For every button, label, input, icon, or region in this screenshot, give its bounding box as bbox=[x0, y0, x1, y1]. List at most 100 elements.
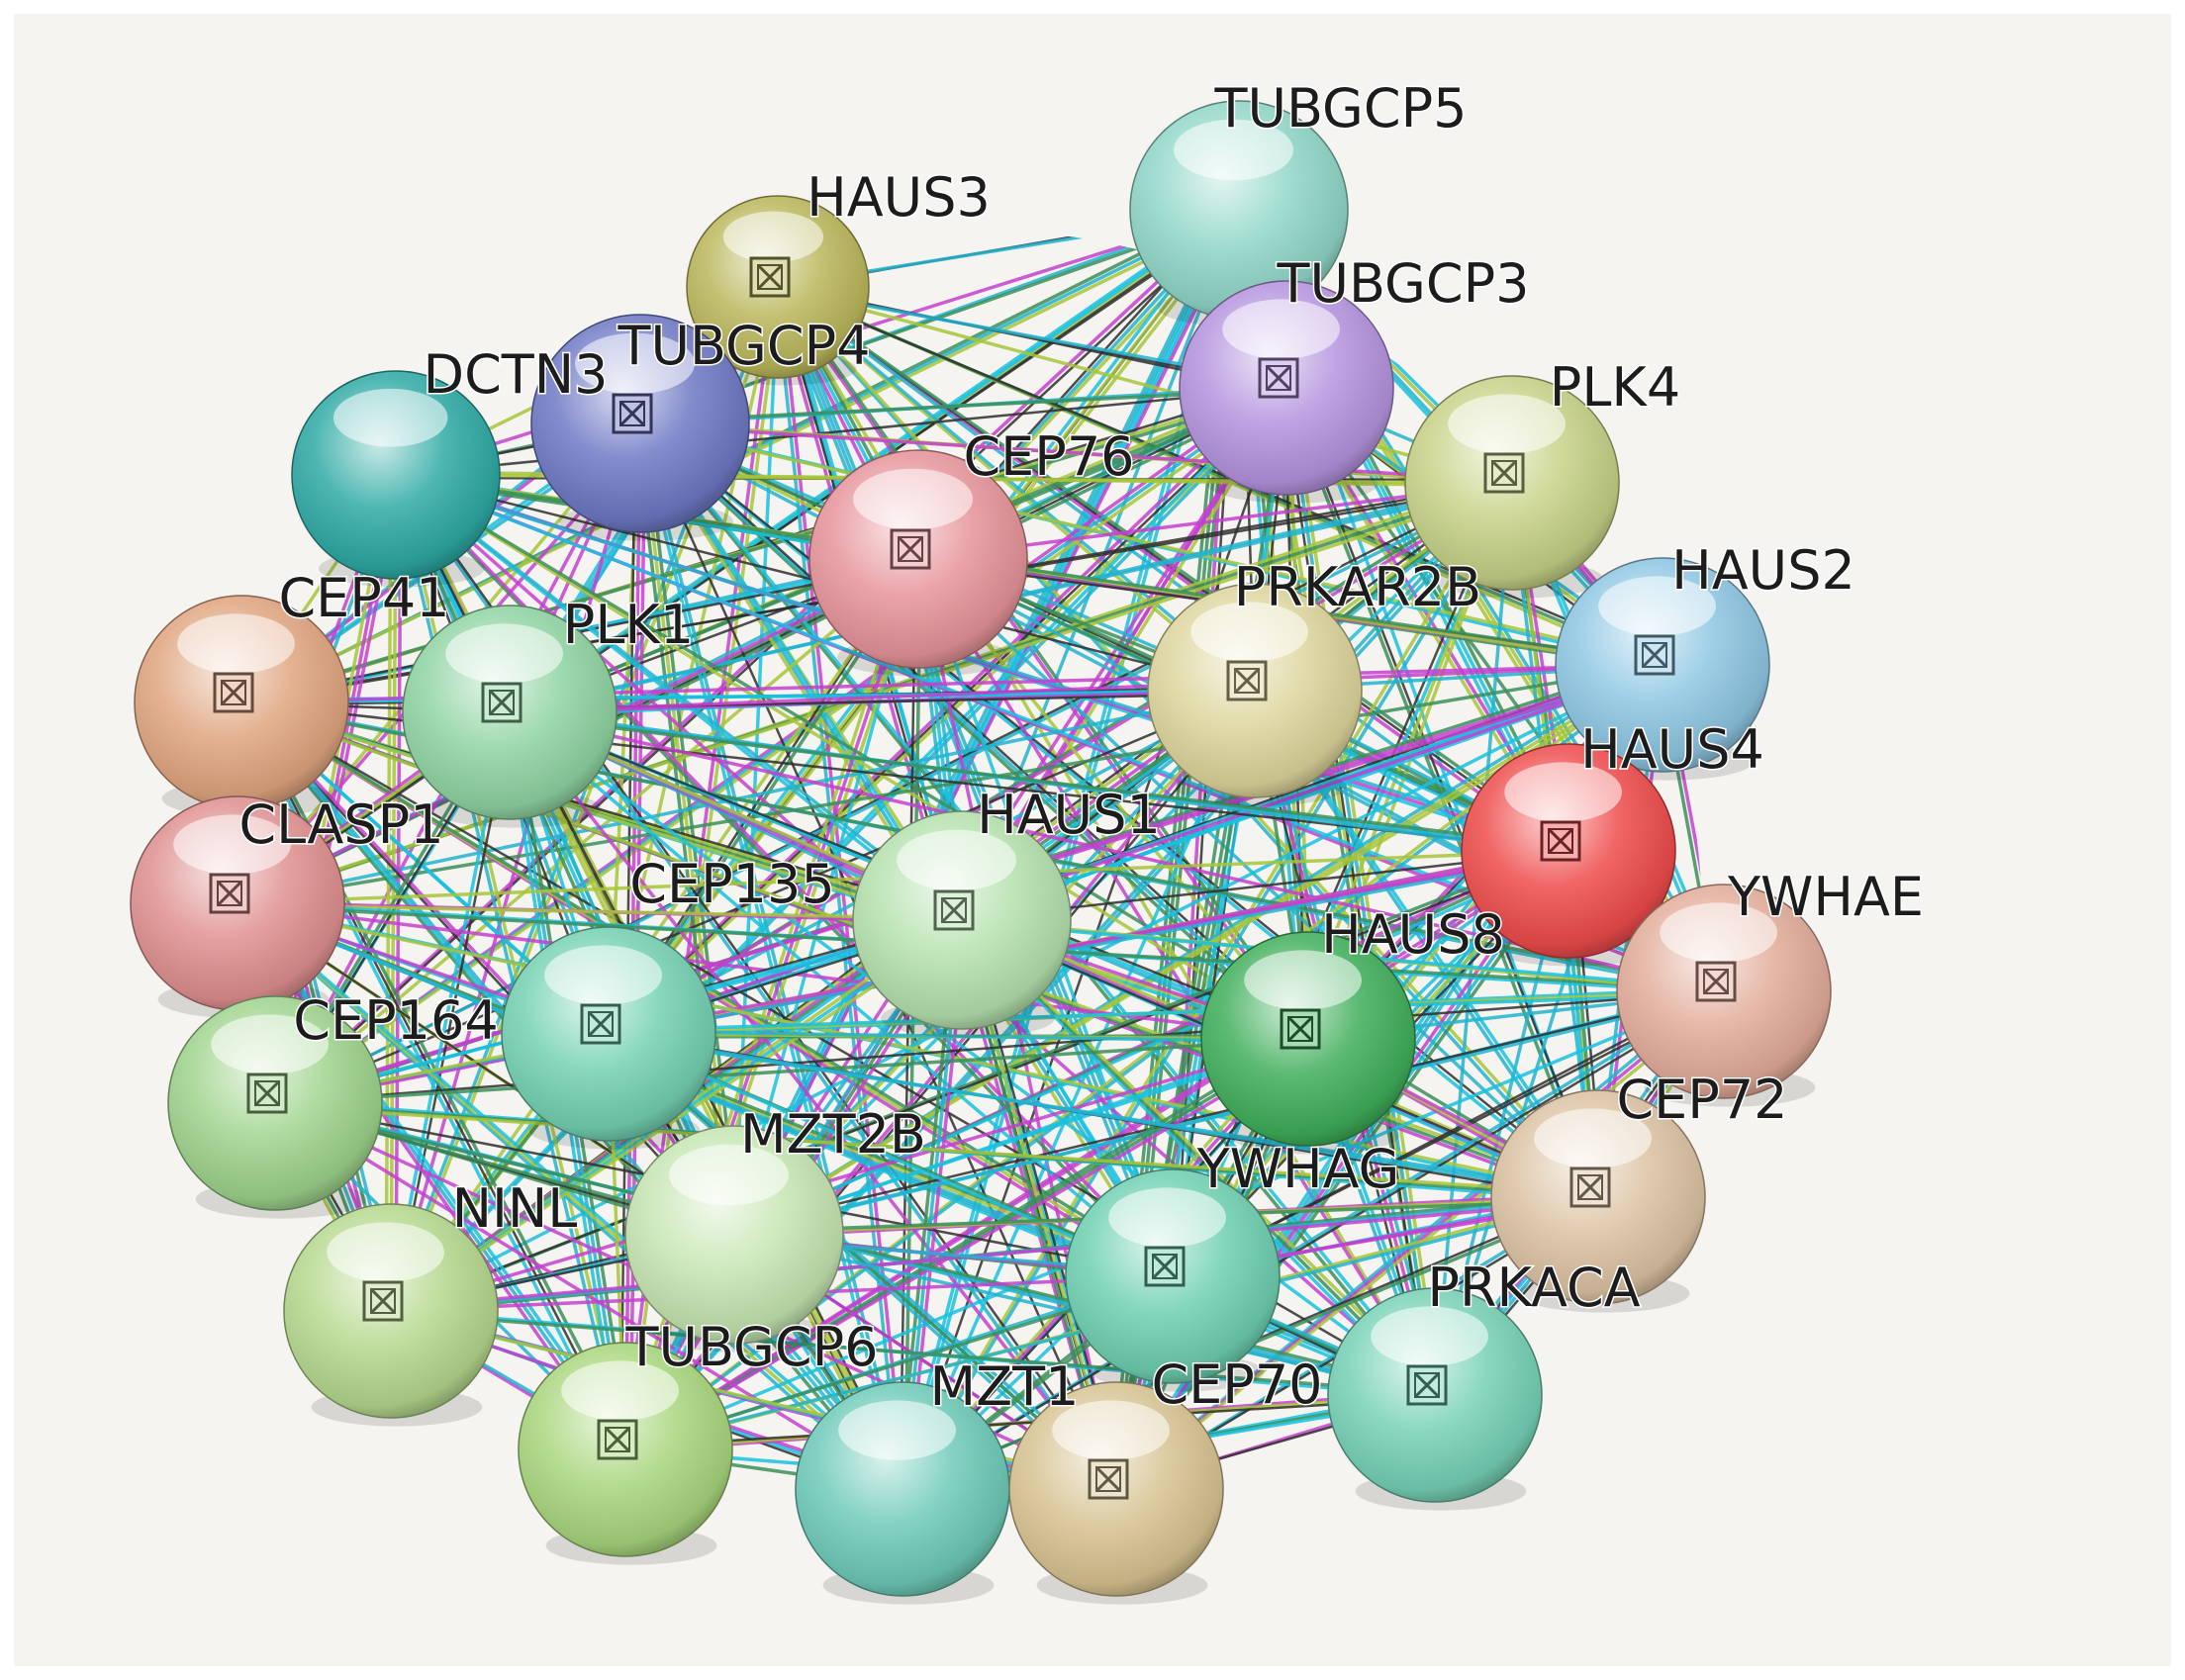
interaction-edge bbox=[613, 992, 1702, 1033]
node-highlight bbox=[1598, 576, 1716, 636]
node-cep164[interactable] bbox=[501, 926, 716, 1150]
broken-image-icon bbox=[1569, 1167, 1611, 1208]
broken-image-icon bbox=[1695, 961, 1737, 1002]
interaction-edge bbox=[239, 902, 965, 921]
broken-image-icon bbox=[213, 672, 254, 713]
node-label-cep41: CEP41 bbox=[278, 567, 449, 629]
node-haus3[interactable] bbox=[686, 195, 870, 386]
interaction-edge bbox=[279, 1104, 1604, 1196]
interaction-edge bbox=[274, 1101, 903, 1491]
node-highlight bbox=[445, 623, 563, 684]
node-unlabeled[interactable] bbox=[1065, 1168, 1281, 1392]
interaction-edge bbox=[638, 421, 1310, 1041]
broken-image-icon bbox=[612, 393, 653, 434]
node-unlabeled[interactable] bbox=[1008, 1381, 1224, 1605]
node-highlight bbox=[1174, 119, 1293, 181]
node-unlabeled[interactable] bbox=[283, 1203, 499, 1427]
node-cep70[interactable] bbox=[1327, 1287, 1543, 1511]
node-unlabeled[interactable] bbox=[167, 995, 383, 1219]
node-highlight bbox=[1448, 394, 1566, 454]
interaction-edge bbox=[610, 483, 1516, 1034]
broken-image-icon bbox=[580, 1003, 621, 1045]
node-highlight bbox=[722, 211, 824, 263]
interaction-edge bbox=[642, 422, 1515, 484]
node-highlight bbox=[1660, 902, 1777, 963]
broken-image-icon bbox=[1634, 634, 1675, 676]
node-label-haus3: HAUS3 bbox=[807, 166, 991, 229]
node-haus4[interactable] bbox=[1461, 743, 1676, 967]
interaction-edge bbox=[636, 420, 1597, 1200]
interaction-edge bbox=[236, 901, 904, 1491]
node-label-tubgcp5: TUBGCP5 bbox=[1213, 77, 1467, 140]
interaction-edge bbox=[903, 991, 1702, 1489]
node-label-haus2: HAUS2 bbox=[1671, 539, 1855, 602]
interaction-edge bbox=[732, 481, 1514, 1237]
node-highlight bbox=[544, 945, 662, 1005]
broken-image-icon bbox=[246, 1073, 288, 1114]
node-highlight bbox=[1222, 299, 1340, 359]
interaction-edge bbox=[231, 898, 900, 1494]
node-highlight bbox=[1052, 1400, 1170, 1460]
node-label-clasp1: CLASP1 bbox=[238, 793, 443, 856]
interaction-edge bbox=[400, 476, 1574, 850]
interaction-edge bbox=[395, 1198, 1604, 1310]
node-highlight bbox=[1504, 762, 1622, 822]
node-plk4[interactable] bbox=[1404, 375, 1620, 599]
interaction-edge bbox=[389, 557, 920, 1313]
broken-image-icon bbox=[1280, 1008, 1321, 1050]
node-highlight bbox=[897, 829, 1016, 891]
broken-image-icon bbox=[481, 682, 522, 723]
node-highlight bbox=[333, 388, 448, 447]
interaction-edge bbox=[237, 689, 1256, 905]
node-plk1[interactable] bbox=[402, 605, 618, 828]
node-highlight bbox=[211, 1014, 329, 1074]
node-cep76[interactable] bbox=[808, 449, 1028, 677]
node-haus8[interactable] bbox=[1200, 931, 1416, 1155]
node-label-prkar2b: PRKAR2B bbox=[1234, 556, 1481, 618]
broken-image-icon bbox=[890, 528, 931, 570]
node-ninl[interactable] bbox=[624, 1125, 844, 1353]
interaction-edge bbox=[274, 1037, 1309, 1105]
interaction-edge bbox=[384, 228, 1236, 1316]
node-highlight bbox=[853, 468, 973, 530]
node-highlight bbox=[1534, 1108, 1652, 1168]
node-ywhag[interactable] bbox=[1490, 1089, 1706, 1313]
interaction-edge bbox=[393, 851, 1571, 1311]
node-label-plk1: PLK1 bbox=[563, 594, 694, 656]
node-layer bbox=[130, 100, 1832, 1605]
interaction-edge bbox=[960, 918, 1437, 1397]
interaction-edge bbox=[1169, 481, 1511, 1278]
node-label-prkaca: PRKACA bbox=[1427, 1257, 1640, 1319]
node-clasp1[interactable] bbox=[130, 795, 345, 1019]
node-tubgcp3[interactable] bbox=[1179, 280, 1394, 504]
node-label-cep164: CEP164 bbox=[293, 989, 498, 1052]
node-unlabeled[interactable] bbox=[518, 1342, 733, 1565]
node-ywhae[interactable] bbox=[1616, 884, 1832, 1107]
broken-image-icon bbox=[1406, 1364, 1448, 1406]
node-mzt1[interactable] bbox=[795, 1381, 1010, 1605]
broken-image-icon bbox=[933, 889, 975, 931]
node-label-mzt2b: MZT2B bbox=[740, 1103, 926, 1166]
node-highlight bbox=[1190, 602, 1308, 662]
interaction-edge bbox=[389, 474, 398, 1312]
node-label-plk4: PLK4 bbox=[1550, 356, 1680, 419]
interaction-edge bbox=[395, 921, 968, 1310]
node-label-tubgcp3: TUBGCP3 bbox=[1276, 252, 1529, 315]
interaction-edge bbox=[389, 422, 642, 1312]
node-label-ninl: NINL bbox=[452, 1177, 578, 1240]
node-unlabeled[interactable] bbox=[291, 370, 501, 588]
node-label-ywhag: YWHAG bbox=[1196, 1138, 1400, 1200]
node-prkar2b[interactable] bbox=[1147, 583, 1363, 806]
node-label-ywhae: YWHAE bbox=[1727, 866, 1924, 928]
interaction-edge bbox=[242, 702, 738, 1235]
broken-image-icon bbox=[362, 1280, 404, 1322]
node-highlight bbox=[561, 1360, 679, 1421]
node-dctn3[interactable] bbox=[530, 314, 750, 541]
node-highlight bbox=[1244, 950, 1362, 1010]
node-highlight bbox=[327, 1222, 444, 1282]
broken-image-icon bbox=[1258, 357, 1299, 399]
node-cep135[interactable] bbox=[852, 810, 1072, 1038]
interaction-edge bbox=[514, 713, 1574, 850]
